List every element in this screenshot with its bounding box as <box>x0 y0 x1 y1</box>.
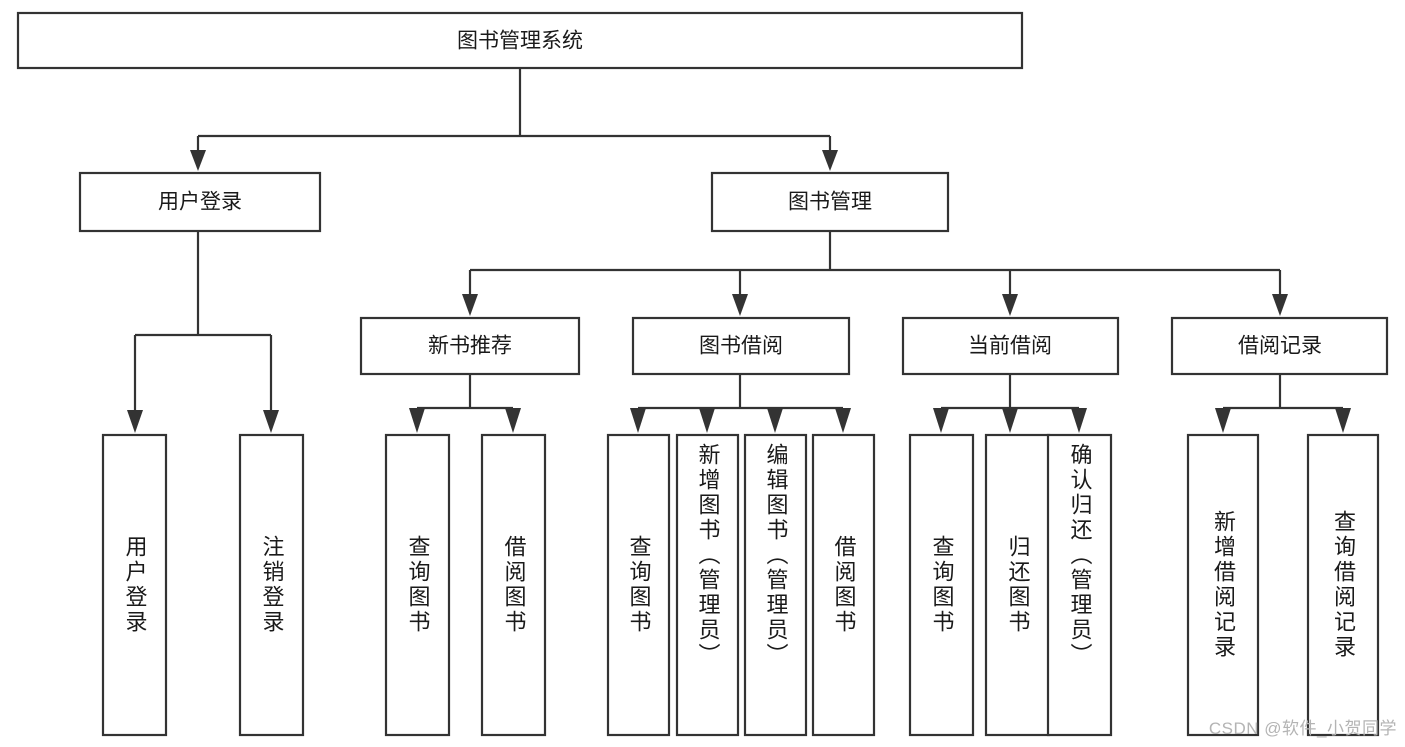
arrow-head-leaf-borrow-book <box>835 408 851 433</box>
arrow-head-borrow-record <box>1272 294 1288 316</box>
arrow-head-leaf-query-record <box>1335 408 1351 433</box>
connector-group-borrow-record <box>1215 374 1351 433</box>
node-box-leaf-query-book-rec[interactable] <box>384 433 451 737</box>
connector-group-new-book-rec <box>409 374 521 433</box>
connector-group-user-login <box>127 231 279 433</box>
arrow-head-leaf-borrow-book-rec <box>505 408 521 433</box>
connector-group-book-manage <box>462 231 1288 316</box>
node-box-leaf-query-book-cur[interactable] <box>908 433 975 737</box>
node-label-borrow-record: 借阅记录 <box>1238 335 1322 358</box>
node-label-user-login: 用户登录 <box>158 191 242 214</box>
arrow-head-leaf-add-book <box>699 408 715 433</box>
arrow-head-book-manage <box>822 150 838 171</box>
node-label-root: 图书管理系统 <box>457 30 583 53</box>
node-label-book-manage: 图书管理 <box>788 191 872 214</box>
node-box-user-login[interactable] <box>78 171 322 233</box>
node-box-leaf-query-book-borrow[interactable] <box>606 433 671 737</box>
connector-group-book-borrow <box>630 374 851 433</box>
arrow-head-leaf-confirm-return <box>1071 408 1087 433</box>
arrow-head-leaf-query-book-borrow <box>630 408 646 433</box>
node-box-leaf-add-book[interactable] <box>675 433 740 737</box>
node-box-leaf-confirm-return[interactable] <box>1046 433 1113 737</box>
arrow-head-leaf-query-book-rec <box>409 408 425 433</box>
arrow-head-leaf-edit-book <box>767 408 783 433</box>
node-box-new-book-rec[interactable] <box>359 316 581 376</box>
arrow-head-leaf-user-login <box>127 410 143 433</box>
arrow-head-user-login <box>190 150 206 171</box>
node-box-book-borrow[interactable] <box>631 316 851 376</box>
arrow-head-new-book-rec <box>462 294 478 316</box>
node-box-leaf-user-login[interactable] <box>101 433 168 737</box>
node-box-leaf-borrow-book[interactable] <box>811 433 876 737</box>
node-box-leaf-add-record[interactable] <box>1186 433 1260 737</box>
arrow-head-book-borrow <box>732 294 748 316</box>
node-box-root[interactable] <box>16 11 1024 70</box>
node-box-leaf-edit-book[interactable] <box>743 433 808 737</box>
node-box-leaf-return-book[interactable] <box>984 433 1051 737</box>
node-label-book-borrow: 图书借阅 <box>699 335 783 358</box>
connector-group-current-borrow <box>933 374 1087 433</box>
arrow-head-leaf-return-book <box>1002 408 1018 433</box>
node-box-leaf-query-record[interactable] <box>1306 433 1380 737</box>
arrow-head-current-borrow <box>1002 294 1018 316</box>
node-box-leaf-user-logout[interactable] <box>238 433 305 737</box>
arrow-head-leaf-user-logout <box>263 410 279 433</box>
arrow-head-leaf-query-book-cur <box>933 408 949 433</box>
arrow-head-leaf-add-record <box>1215 408 1231 433</box>
node-label-current-borrow: 当前借阅 <box>968 335 1052 358</box>
connector-group-root <box>190 68 838 171</box>
node-box-leaf-borrow-book-rec[interactable] <box>480 433 547 737</box>
node-box-current-borrow[interactable] <box>901 316 1120 376</box>
node-label-new-book-rec: 新书推荐 <box>428 335 512 358</box>
node-box-borrow-record[interactable] <box>1170 316 1389 376</box>
node-box-book-manage[interactable] <box>710 171 950 233</box>
